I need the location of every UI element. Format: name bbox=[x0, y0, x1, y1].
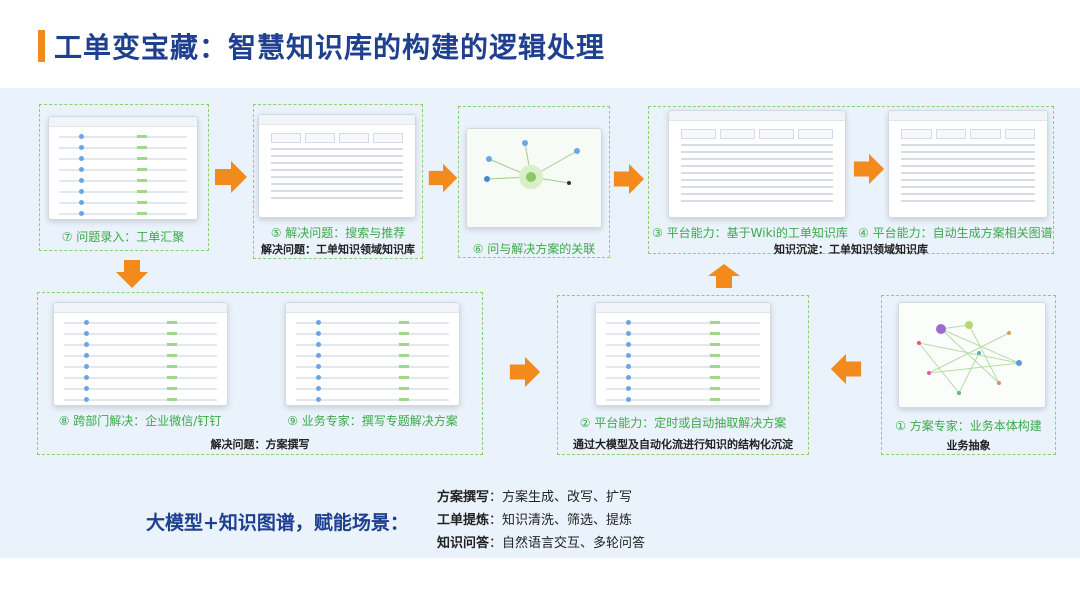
step-1-graph bbox=[898, 302, 1046, 408]
arrow-right-icon bbox=[613, 163, 645, 195]
step-8-label: ⑧ 跨部门解决：企业微信/钉钉 bbox=[58, 414, 222, 428]
step-3-4-box bbox=[648, 106, 1054, 254]
arrow-up-icon bbox=[708, 264, 740, 288]
step-1-caption: 业务抽象 bbox=[946, 439, 991, 452]
step-5-screenshot bbox=[258, 114, 416, 218]
scene-item: 知识问答：自然语言交互、多轮问答 bbox=[437, 536, 646, 551]
step-9-label: ⑨ 业务专家：撰写专题解决方案 bbox=[287, 414, 458, 428]
step-6-label: ⑥ 问与解决方案的关联 bbox=[472, 242, 596, 256]
scene-item: 工单提炼：知识清洗、筛选、提炼 bbox=[437, 513, 633, 528]
arrow-right-icon bbox=[853, 153, 885, 185]
step-8-9-box bbox=[37, 292, 483, 455]
arrow-right-icon bbox=[428, 163, 458, 193]
step-7-label: ⑦ 问题录入：工单汇聚 bbox=[61, 230, 185, 244]
step-5-caption: 解决问题：工单知识领域知识库 bbox=[261, 243, 415, 256]
step-5-box bbox=[253, 104, 423, 259]
arrow-down-icon bbox=[116, 260, 148, 288]
step-7-screenshot bbox=[48, 116, 198, 220]
step-5-label: ⑤ 解决问题：搜索与推荐 bbox=[270, 226, 406, 240]
step-1-box bbox=[881, 295, 1056, 455]
title-accent-bar bbox=[38, 30, 45, 62]
arrow-right-icon bbox=[509, 356, 541, 388]
step-2-box bbox=[557, 295, 809, 455]
step-8-9-caption: 解决问题：方案撰写 bbox=[210, 438, 310, 451]
step-2-label: ② 平台能力：定时或自动抽取解决方案 bbox=[579, 416, 787, 430]
step-6-box bbox=[458, 106, 610, 258]
step-2-caption: 通过大模型及自动化流进行知识的结构化沉淀 bbox=[573, 438, 793, 451]
step-4-screenshot bbox=[888, 110, 1048, 218]
step-4-label: ④ 平台能力：自动生成方案相关图谱 bbox=[858, 226, 1053, 240]
step-6-graph bbox=[466, 128, 602, 228]
scene-item: 方案撰写：方案生成、改写、扩写 bbox=[437, 490, 633, 505]
step-2-screenshot bbox=[595, 302, 771, 406]
step-9-screenshot bbox=[285, 302, 460, 406]
arrow-left-icon bbox=[830, 353, 862, 385]
step-3-4-caption: 知识沉淀：工单知识领域知识库 bbox=[774, 243, 928, 256]
step-8-screenshot bbox=[53, 302, 228, 406]
step-1-label: ① 方案专家：业务本体构建 bbox=[895, 419, 1042, 433]
step-3-screenshot bbox=[668, 110, 846, 218]
step-7-box bbox=[39, 104, 209, 251]
empowerment-headline: 大模型+知识图谱，赋能场景： bbox=[146, 512, 409, 534]
arrow-right-icon bbox=[215, 161, 247, 193]
step-3-label: ③ 平台能力：基于Wiki的工单知识库 bbox=[652, 226, 848, 240]
page-title: 工单变宝藏：智慧知识库的构建的逻辑处理 bbox=[54, 31, 606, 64]
